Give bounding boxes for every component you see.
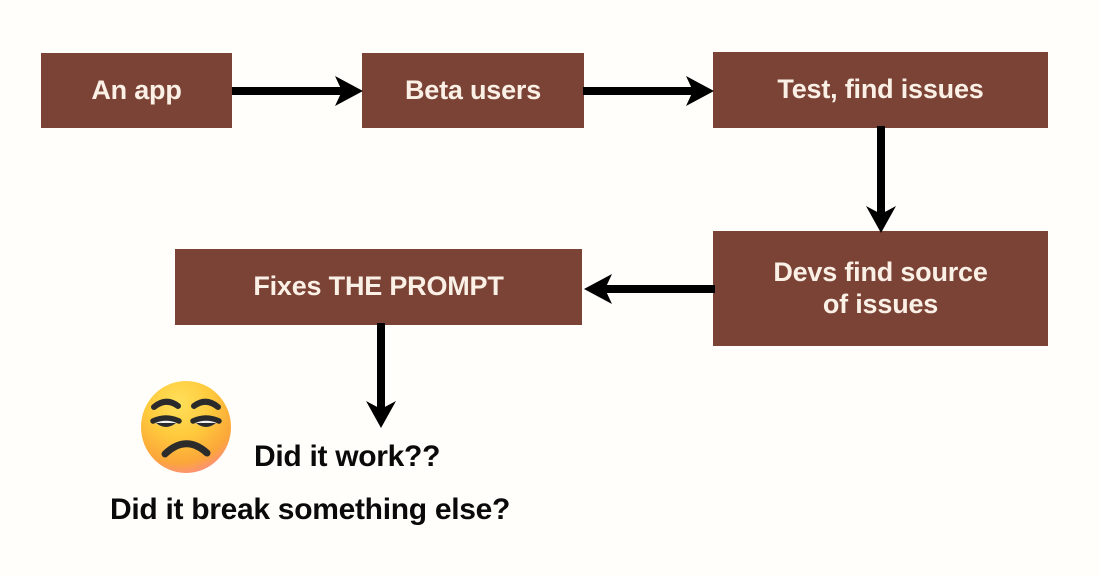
weary-face-emoji (135, 377, 237, 479)
flow-node-an-app: An app (41, 53, 232, 128)
flow-node-label: An app (91, 74, 182, 105)
flow-node-devs-find-source-of-issues: Devs find source of issues (713, 231, 1048, 346)
flow-node-beta-users: Beta users (362, 53, 584, 128)
outcome-question-line-1: Did it work?? (254, 440, 441, 473)
flow-node-label-line-2: of issues (822, 288, 939, 319)
arrow-down-icon-fixes-to-outcome (366, 323, 396, 429)
outcome-question-line-2: Did it break something else? (110, 493, 511, 526)
arrow-down-icon-test-to-devs (866, 126, 896, 234)
flow-node-label: Devs find source of issues (773, 256, 988, 321)
arrow-left-icon-devs-to-fixes (583, 274, 715, 304)
flow-node-label: Test, find issues (777, 74, 984, 105)
flow-node-label: Beta users (404, 74, 542, 105)
flow-node-label: Fixes THE PROMPT (253, 271, 504, 302)
flow-node-fixes-the-prompt: Fixes THE PROMPT (175, 249, 582, 325)
arrow-right-icon-beta-to-test (583, 76, 715, 106)
arrow-right-icon-app-to-beta (232, 76, 364, 106)
flow-node-test-find-issues: Test, find issues (713, 52, 1048, 128)
flow-node-label-line-1: Devs find source (773, 256, 988, 287)
